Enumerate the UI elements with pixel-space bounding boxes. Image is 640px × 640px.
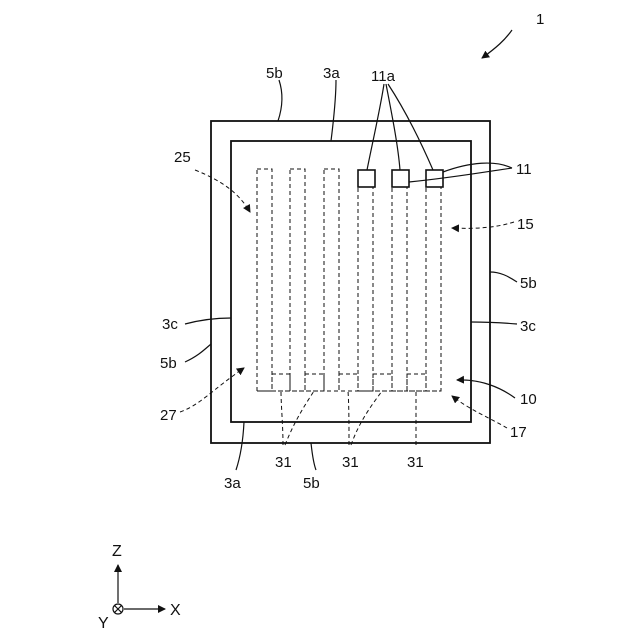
strip xyxy=(358,186,373,391)
label-left-5b: 5b xyxy=(160,355,177,372)
label-11a: 11a xyxy=(371,68,396,85)
label-31-c: 31 xyxy=(407,454,424,471)
label-right-5b: 5b xyxy=(520,275,537,292)
axis-z-label: Z xyxy=(112,543,122,560)
figure-number: 1 xyxy=(536,11,544,28)
label-17: 17 xyxy=(510,424,527,441)
label-15: 15 xyxy=(517,216,534,233)
figure-arrow xyxy=(482,30,512,58)
axis-x-label: X xyxy=(170,602,181,619)
connector-boxes xyxy=(272,374,426,391)
label-left-3c: 3c xyxy=(162,316,178,333)
label-top-5b: 5b xyxy=(266,65,283,82)
label-top-3a: 3a xyxy=(323,65,340,82)
strip xyxy=(426,186,441,391)
dashed-strips xyxy=(257,169,441,391)
label-right-3c: 3c xyxy=(520,318,536,335)
label-10: 10 xyxy=(520,391,537,408)
axes-indicator: Z X Y xyxy=(98,543,181,632)
strip xyxy=(257,169,272,391)
label-bottom-3a: 3a xyxy=(224,475,241,492)
connector-box xyxy=(272,374,290,391)
axis-y-label: Y xyxy=(98,615,109,632)
label-27: 27 xyxy=(160,407,177,424)
outer-frame xyxy=(211,121,490,443)
strip xyxy=(392,186,407,391)
leader-lines xyxy=(185,80,517,470)
strip xyxy=(324,169,339,391)
label-bottom-5b: 5b xyxy=(303,475,320,492)
label-11: 11 xyxy=(516,161,532,178)
pads xyxy=(358,170,443,187)
connector-box xyxy=(305,374,324,391)
connector-box xyxy=(373,374,392,391)
label-25: 25 xyxy=(174,149,191,166)
strip xyxy=(290,169,305,391)
connector-box xyxy=(407,374,426,391)
connector-box xyxy=(339,374,358,391)
pad xyxy=(392,170,409,187)
label-31-a: 31 xyxy=(275,454,292,471)
pad xyxy=(358,170,375,187)
label-31-b: 31 xyxy=(342,454,359,471)
